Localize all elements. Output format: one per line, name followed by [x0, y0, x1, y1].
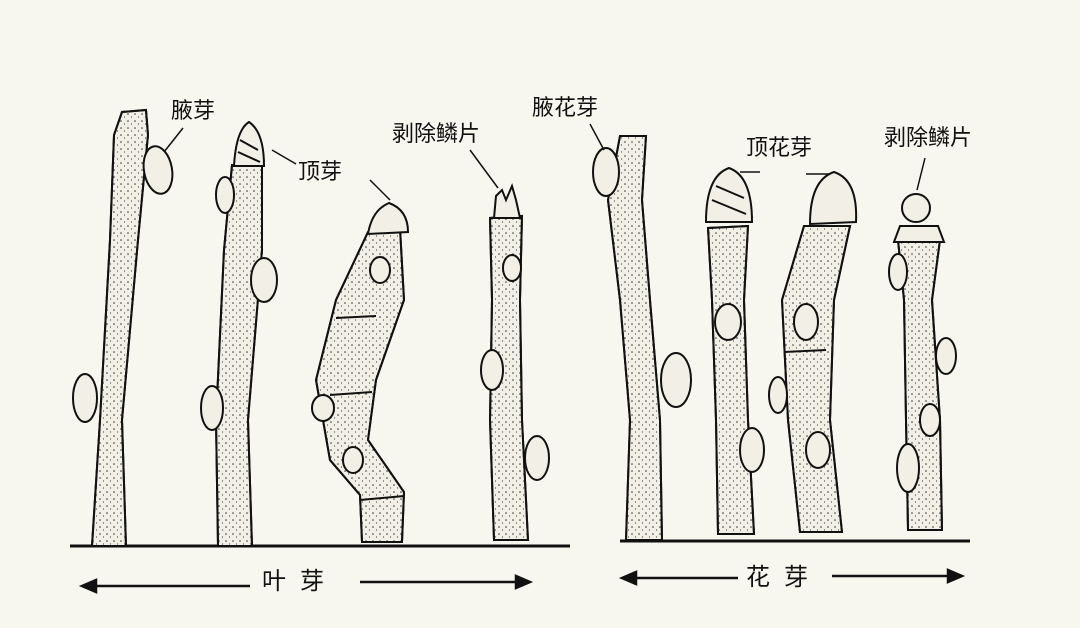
- twig-6: [704, 166, 765, 535]
- twig-4: [480, 183, 550, 541]
- group-label-leaf-bud: 叶芽: [256, 569, 344, 593]
- twig-1: [72, 108, 174, 547]
- peeled-bud-1: [492, 183, 522, 219]
- twig-3: [311, 201, 410, 543]
- peeled-bud-2: [892, 225, 946, 243]
- label-terminal-bud: 顶芽: [298, 160, 343, 185]
- flower-bud-arrow: [618, 568, 966, 586]
- label-scales-removed-leaf: 剥除鳞片: [392, 122, 481, 147]
- group-label-flower-bud: 花芽: [740, 565, 828, 589]
- twig-7: [768, 170, 858, 533]
- leader-lines: [163, 123, 926, 201]
- axillary-bud-1: [142, 145, 174, 195]
- twig-2: [200, 120, 278, 547]
- label-terminal-flower-bud: 顶花芽: [746, 136, 813, 161]
- terminal-flower-bud-2: [808, 170, 858, 226]
- leaf-bud-arrow: [78, 574, 534, 594]
- twig-8: [888, 193, 957, 531]
- label-scales-removed-flower: 剥除鳞片: [884, 126, 973, 151]
- terminal-flower-bud-1: [704, 166, 754, 223]
- twig-5: [592, 135, 692, 541]
- label-axillary-flower-bud: 腋花芽: [532, 96, 599, 121]
- label-axillary-bud: 腋芽: [171, 99, 216, 124]
- terminal-bud-2: [366, 201, 410, 236]
- axillary-flower-bud: [592, 147, 620, 197]
